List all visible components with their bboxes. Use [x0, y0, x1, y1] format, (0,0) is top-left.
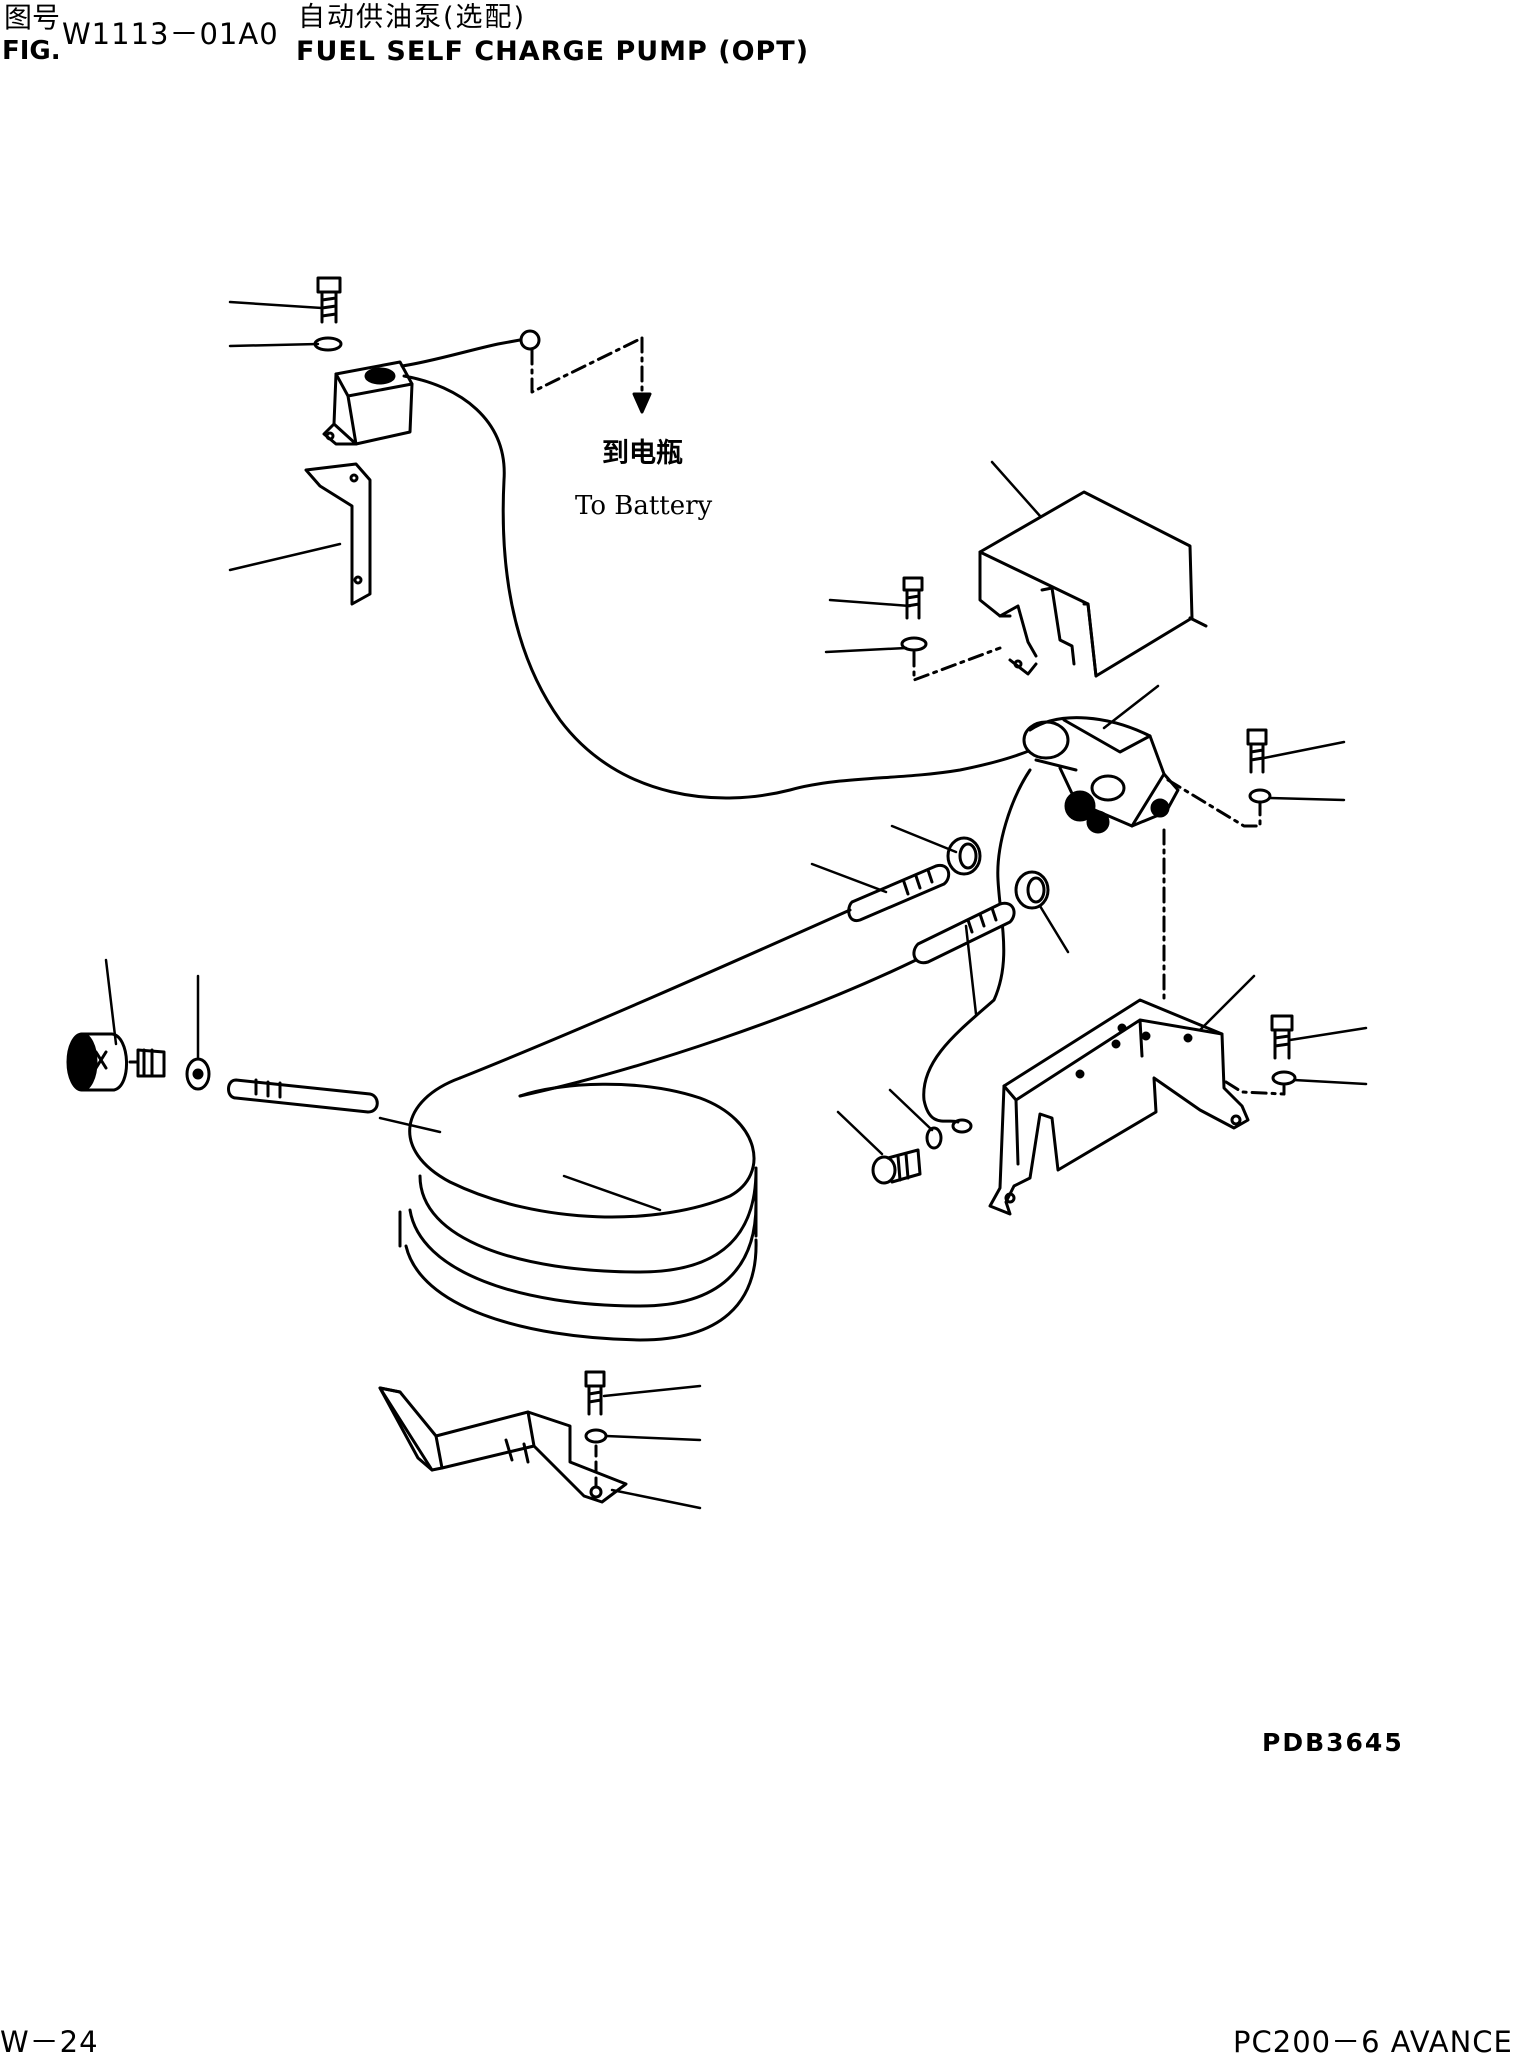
figure-number: W1113－01A0 [62, 17, 279, 51]
page-id: W－24 [0, 2025, 99, 2059]
strainer-sleeve [227, 1078, 379, 1114]
hose-clamp-lower [1014, 870, 1050, 910]
strainer-nut [185, 1057, 211, 1091]
bracket-dashed-lead [1224, 1080, 1286, 1096]
hose-coil [398, 1076, 758, 1342]
tank-bracket-washer [584, 1428, 608, 1444]
hose-clamp-upper [946, 836, 982, 876]
pump-dashed-lead [1166, 778, 1262, 828]
ground-terminal [951, 1118, 973, 1134]
fuel-pump [1022, 716, 1180, 834]
pump-cover [978, 490, 1208, 678]
pump-washer [1248, 788, 1272, 804]
ground-wire [922, 768, 1032, 1124]
tank-bracket [378, 1386, 628, 1504]
cover-washer [900, 636, 928, 652]
to-battery-label-cn: 到电瓶 [602, 438, 683, 469]
cover-bolt [902, 576, 924, 620]
relay-unit [322, 360, 414, 446]
relay-bracket [304, 462, 372, 606]
ground-washer [925, 1126, 943, 1150]
pump-bolt [1246, 728, 1268, 774]
hose-lower [518, 958, 918, 1098]
figure-label-cn: 图号 [4, 1, 61, 34]
leader-lines [104, 300, 1368, 1510]
figure-title-cn: 自动供油泵(选配) [298, 2, 527, 33]
drawing-number: PDB3645 [1262, 1728, 1404, 1757]
relay-bolt [316, 276, 342, 324]
figure-label-en: FIG. [2, 36, 61, 66]
strainer [66, 1032, 166, 1092]
hose-sleeve-upper [847, 863, 951, 923]
harness-wire [402, 374, 1050, 800]
to-battery-label-en: To Battery [575, 491, 713, 521]
bracket-bolt [1270, 1014, 1294, 1060]
ground-bolt [871, 1148, 922, 1185]
to-battery-arrow [632, 392, 652, 414]
model-id: PC200－6 AVANCE [1233, 2025, 1513, 2059]
to-battery-dashed-lead [530, 336, 644, 410]
tank-bracket-bolt [584, 1370, 606, 1416]
bracket-washer [1271, 1070, 1297, 1086]
hose-sleeve-lower [912, 901, 1016, 965]
cover-dashed-lead [912, 646, 1002, 682]
pump-bracket [988, 998, 1250, 1216]
figure-title-en: FUEL SELF CHARGE PUMP (OPT) [296, 36, 810, 67]
hose-upper [458, 908, 852, 1080]
battery-wire-terminal [400, 329, 541, 368]
